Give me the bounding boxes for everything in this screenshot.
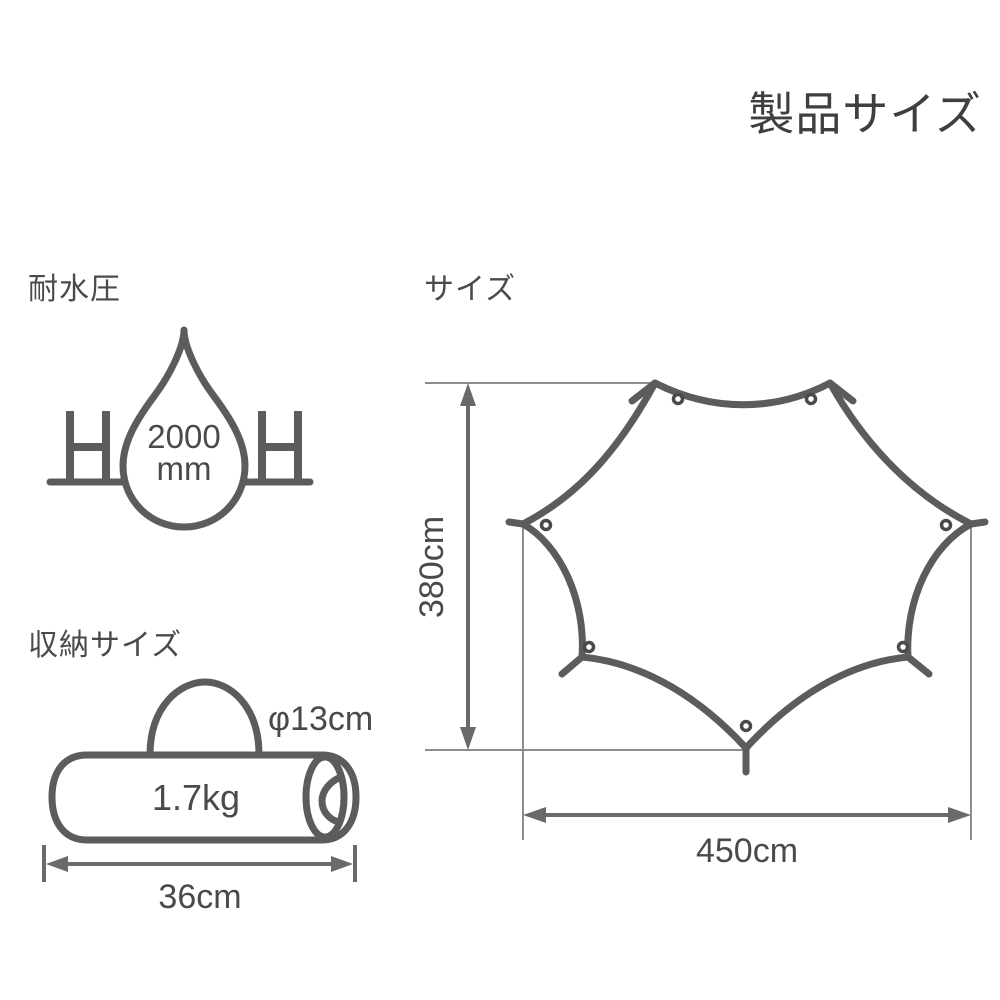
tarp-grommet-left — [539, 518, 553, 532]
h-letter-right-icon — [258, 411, 302, 482]
water-droplet-icon — [119, 326, 249, 531]
tarp-width-dimension — [523, 807, 971, 823]
bag-length-value: 36cm — [158, 878, 241, 916]
tarp-grommet-top-right — [804, 392, 818, 406]
tarp-height-dimension — [460, 383, 476, 750]
section-label-size: サイズ — [424, 273, 517, 306]
tarp-grommet-bottom — [739, 719, 753, 733]
tarp-diagram-group: 380cm 450cm — [413, 379, 989, 870]
waterproof-unit: mm — [157, 450, 212, 487]
tarp-grommet-bottom-right — [896, 640, 910, 654]
tarp-tab-right — [967, 518, 989, 528]
bag-roll-inner-icon — [318, 773, 345, 826]
bag-handle-icon — [146, 678, 263, 759]
waterproof-icon-group: 2000 mm — [46, 326, 314, 531]
bag-weight-value: 1.7kg — [152, 777, 240, 818]
tarp-tab-bottom-left — [558, 653, 586, 678]
tarp-grommet-top-left — [671, 392, 685, 406]
tarp-tab-top-left — [628, 379, 659, 405]
tarp-width-value: 450cm — [696, 832, 798, 870]
tarp-outline — [519, 379, 975, 752]
bag-diameter-value: φ13cm — [268, 700, 373, 738]
tarp-tab-left — [505, 518, 527, 528]
tarp-tab-top-right — [826, 379, 857, 405]
section-label-storage: 収納サイズ — [28, 629, 183, 662]
h-letter-left-icon — [66, 411, 110, 482]
tarp-tab-bottom-right — [904, 653, 933, 678]
tarp-height-value: 380cm — [413, 516, 451, 618]
section-label-waterproof: 耐水圧 — [28, 273, 121, 306]
bag-length-dimension — [46, 856, 353, 872]
tarp-grommet-right — [939, 518, 953, 532]
waterproof-value: 2000 — [147, 418, 220, 455]
page-title: 製品サイズ — [748, 88, 982, 140]
tarp-grommet-bottom-left — [582, 640, 596, 654]
storage-bag-group: 1.7kg φ13cm 36cm — [42, 678, 373, 916]
bag-roll-outer-icon — [302, 753, 348, 841]
